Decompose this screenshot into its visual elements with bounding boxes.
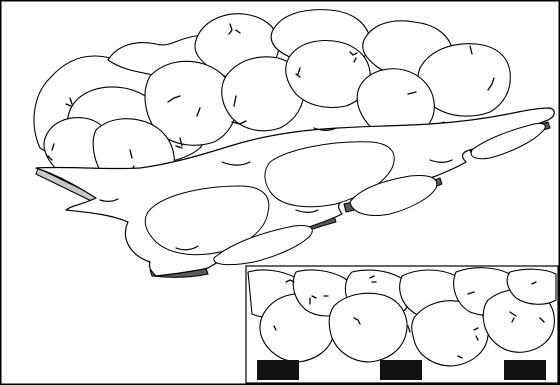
particle-texture [233, 95, 237, 107]
grid-aperture [349, 175, 438, 216]
grid-node-mark [99, 198, 119, 202]
grid-aperture [213, 225, 313, 266]
particle-texture [407, 91, 417, 95]
particle-texture [167, 95, 181, 103]
geogrid-mesh [35, 107, 555, 278]
inset-particle-texture [531, 281, 537, 285]
grid-node-mark [221, 161, 251, 166]
geogrid-rib-section [257, 360, 299, 380]
aggregate-particle [221, 56, 305, 132]
particle-texture [469, 45, 495, 91]
grid-node-mark [429, 159, 453, 163]
inset-particle-texture [285, 279, 295, 283]
particle-texture [231, 120, 247, 125]
inset-aggregate-particles [247, 267, 557, 367]
grid-node-mark [313, 127, 337, 131]
inset-particle-texture [539, 317, 545, 323]
particle-texture [65, 97, 73, 107]
aggregate-particles [33, 9, 511, 191]
grid-aperture [470, 123, 546, 160]
particle-texture [228, 23, 241, 35]
inset-particle-texture [473, 327, 479, 341]
inset-particle-texture [369, 275, 377, 283]
inset-aggregate-particle [506, 268, 557, 305]
grid-aperture [144, 185, 270, 256]
particle-texture [47, 143, 55, 161]
inset-particle-texture [309, 295, 317, 305]
inset-particle-texture [467, 291, 475, 295]
particle-texture [196, 107, 201, 117]
inset-aggregate-particle [328, 292, 408, 363]
inset-aggregate-particle [411, 300, 489, 367]
particle-texture [175, 137, 183, 149]
inset-particle-texture [273, 325, 277, 331]
particle-texture [349, 51, 358, 63]
inset-particle-texture [353, 317, 361, 325]
aggregate-particle [356, 68, 435, 139]
particle-texture [295, 67, 301, 78]
inset-particle-texture [509, 311, 517, 323]
inset-particle-texture [457, 355, 463, 359]
geogrid-rib-section [504, 360, 546, 380]
geogrid-rib-section [380, 360, 422, 380]
inset-particle-texture [407, 325, 411, 333]
grid-node-mark [295, 209, 319, 213]
grid-node-mark [175, 245, 199, 251]
cross-section-inset [245, 265, 559, 384]
